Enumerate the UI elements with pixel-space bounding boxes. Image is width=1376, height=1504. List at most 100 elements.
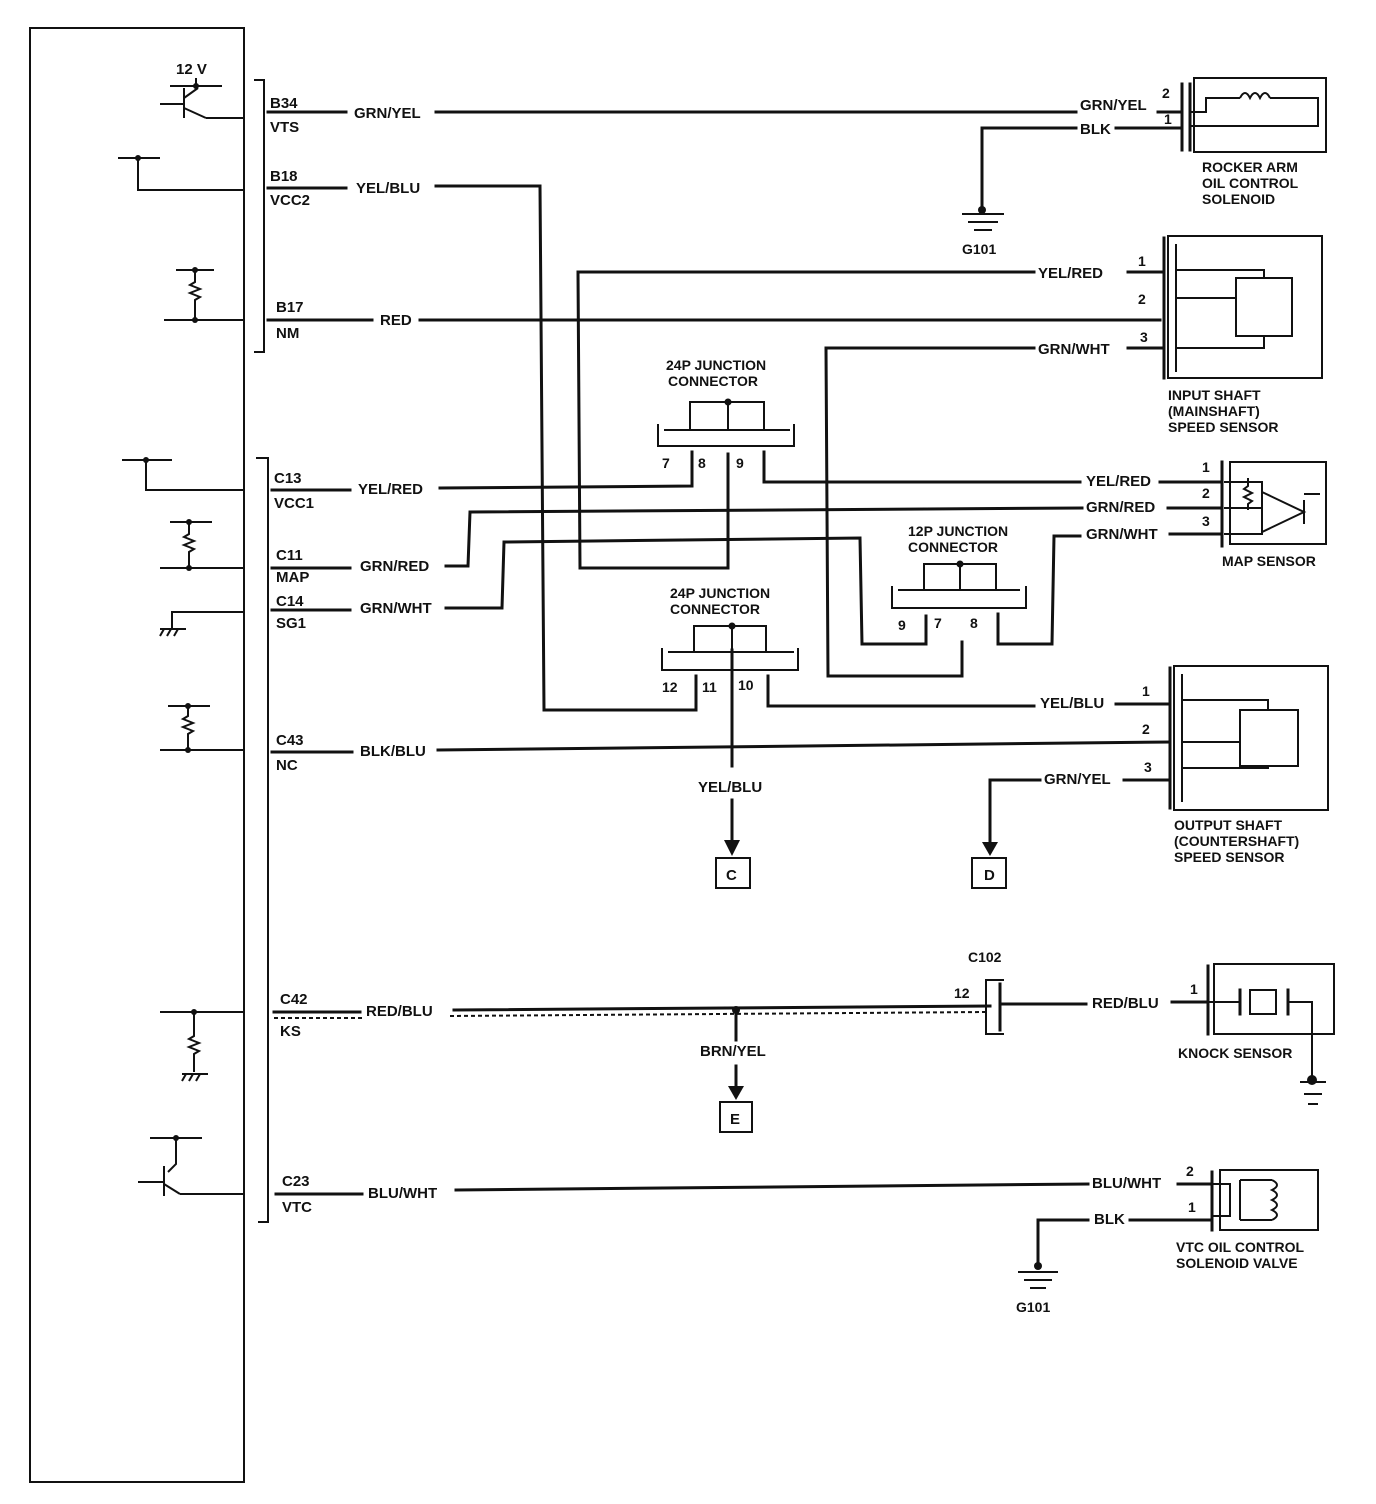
component-label: SOLENOID bbox=[1202, 191, 1275, 207]
junction-connector-24p-b: 24P JUNCTION CONNECTOR 12 11 10 bbox=[661, 585, 799, 695]
component-label: ROCKER ARM bbox=[1202, 159, 1298, 175]
ground-label: G101 bbox=[962, 241, 996, 257]
pin-number: 3 bbox=[1144, 759, 1152, 775]
wire-label-knock: RED/BLU bbox=[1092, 995, 1159, 1012]
wire-label-b17: RED bbox=[380, 312, 412, 329]
pin-number: 2 bbox=[1162, 85, 1170, 101]
ground-g101-lower: G101 bbox=[1016, 1262, 1058, 1315]
wire-label-b18: YEL/BLU bbox=[356, 180, 420, 197]
terminal-name-ks: KS bbox=[280, 1023, 301, 1040]
pin-number: 1 bbox=[1188, 1199, 1196, 1215]
component-label: (COUNTERSHAFT) bbox=[1174, 833, 1299, 849]
terminal-pin-b17: B17 bbox=[276, 299, 304, 316]
terminal-name-vtc: VTC bbox=[282, 1199, 312, 1216]
terminal-pin-c43: C43 bbox=[276, 732, 304, 749]
connector-title: CONNECTOR bbox=[908, 539, 998, 555]
wire-label-input-pin1: YEL/RED bbox=[1038, 265, 1103, 282]
connector-title: 24P JUNCTION bbox=[670, 585, 770, 601]
junction-connector-12p: 12P JUNCTION CONNECTOR 9 7 8 bbox=[891, 523, 1027, 633]
component-label: SPEED SENSOR bbox=[1174, 849, 1284, 865]
connector-pin: 8 bbox=[970, 615, 978, 631]
reference-e: E bbox=[719, 1086, 753, 1133]
pin-number: 3 bbox=[1202, 513, 1210, 529]
terminal-name-nc: NC bbox=[276, 757, 298, 774]
wire-paths bbox=[266, 110, 1222, 1268]
wire-label-map-pin2: GRN/RED bbox=[1086, 499, 1155, 516]
wire-label-b34: GRN/YEL bbox=[354, 105, 421, 122]
component-label: SOLENOID VALVE bbox=[1176, 1255, 1298, 1271]
reference-letter: E bbox=[730, 1111, 740, 1128]
terminal-name-nm: NM bbox=[276, 325, 299, 342]
wire-label-c13: YEL/RED bbox=[358, 481, 423, 498]
wire-color-labels: GRN/YEL YEL/BLU RED YEL/RED GRN/RED GRN/… bbox=[354, 97, 1161, 1228]
reference-d: D bbox=[971, 842, 1007, 889]
connector-pin: 9 bbox=[898, 617, 906, 633]
output-shaft-speed-sensor: 1 2 3 OUTPUT SHAFT (COUNTERSHAFT) SPEED … bbox=[1142, 665, 1329, 865]
pin-number: 2 bbox=[1142, 721, 1150, 737]
pin-number: 1 bbox=[1138, 253, 1146, 269]
wire-label-rocker-pin1: BLK bbox=[1080, 121, 1111, 138]
terminal-name-sg1: SG1 bbox=[276, 615, 306, 632]
wire-label-c42: RED/BLU bbox=[366, 1003, 433, 1020]
wire-label-out-e: BRN/YEL bbox=[700, 1043, 766, 1060]
component-label: OUTPUT SHAFT bbox=[1174, 817, 1283, 833]
pin-number: 1 bbox=[1142, 683, 1150, 699]
wire-label-map-pin1: YEL/RED bbox=[1086, 473, 1151, 490]
map-sensor: 1 2 3 MAP SENSOR bbox=[1202, 459, 1327, 569]
knock-sensor: 1 KNOCK SENSOR bbox=[1178, 963, 1335, 1105]
reference-letter: D bbox=[984, 867, 995, 884]
ecm-terminal-labels: 12 V B34 VTS B18 VCC2 B17 NM C13 VCC1 C1… bbox=[176, 61, 314, 1216]
ecm-internal-circuits bbox=[118, 78, 244, 1196]
wire-label-c23: BLU/WHT bbox=[368, 1185, 437, 1202]
terminal-name-vcc1: VCC1 bbox=[274, 495, 314, 512]
pin-number: 1 bbox=[1190, 981, 1198, 997]
terminal-pin-c11: C11 bbox=[276, 547, 303, 564]
connector-title: CONNECTOR bbox=[670, 601, 760, 617]
connector-c102: C102 12 bbox=[954, 949, 1004, 1035]
connector-title: CONNECTOR bbox=[668, 373, 758, 389]
component-label: KNOCK SENSOR bbox=[1178, 1045, 1292, 1061]
pin-number: 2 bbox=[1202, 485, 1210, 501]
wire-label-vtc-pin2: BLU/WHT bbox=[1092, 1175, 1161, 1192]
wire-label-rocker-pin2: GRN/YEL bbox=[1080, 97, 1147, 114]
terminal-pin-c14: C14 bbox=[276, 593, 304, 610]
terminal-pin-b18: B18 bbox=[270, 168, 298, 185]
component-label: SPEED SENSOR bbox=[1168, 419, 1278, 435]
input-shaft-speed-sensor: 1 2 3 INPUT SHAFT (MAINSHAFT) SPEED SENS… bbox=[1138, 235, 1323, 435]
wire-label-output-pin3: GRN/YEL bbox=[1044, 771, 1111, 788]
connector-pin: 12 bbox=[954, 985, 970, 1001]
component-label: (MAINSHAFT) bbox=[1168, 403, 1260, 419]
terminal-name-vts: VTS bbox=[270, 119, 299, 136]
terminal-name-map: MAP bbox=[276, 569, 309, 586]
wire-label-map-pin3: GRN/WHT bbox=[1086, 526, 1158, 543]
component-label: MAP SENSOR bbox=[1222, 553, 1316, 569]
component-label: INPUT SHAFT bbox=[1168, 387, 1261, 403]
wire-label-output-pin1: YEL/BLU bbox=[1040, 695, 1104, 712]
ground-g101-upper: G101 bbox=[962, 206, 1004, 257]
connector-title: 12P JUNCTION bbox=[908, 523, 1008, 539]
connector-pin: 12 bbox=[662, 679, 678, 695]
ground-label: G101 bbox=[1016, 1299, 1050, 1315]
wire-label-c11: GRN/RED bbox=[360, 558, 429, 575]
terminal-pin-c13: C13 bbox=[274, 470, 302, 487]
connector-name: C102 bbox=[968, 949, 1002, 965]
pin-number: 1 bbox=[1202, 459, 1210, 475]
wire-label-vtc-pin1: BLK bbox=[1094, 1211, 1125, 1228]
component-label: VTC OIL CONTROL bbox=[1176, 1239, 1305, 1255]
pin-number: 2 bbox=[1186, 1163, 1194, 1179]
supply-label: 12 V bbox=[176, 61, 207, 78]
component-label: OIL CONTROL bbox=[1202, 175, 1299, 191]
rocker-arm-solenoid: 2 1 ROCKER ARM OIL CONTROL SOLENOID bbox=[1162, 77, 1327, 207]
reference-letter: C bbox=[726, 867, 737, 884]
ecm-module bbox=[29, 27, 269, 1483]
terminal-pin-b34: B34 bbox=[270, 95, 298, 112]
connector-pin: 11 bbox=[702, 679, 717, 695]
connector-pin: 9 bbox=[736, 455, 744, 471]
terminal-name-vcc2: VCC2 bbox=[270, 192, 310, 209]
vtc-oil-control-solenoid: 2 1 VTC OIL CONTROL SOLENOID VALVE bbox=[1176, 1163, 1319, 1271]
junction-connector-24p-a: 24P JUNCTION CONNECTOR 7 8 9 bbox=[657, 357, 795, 471]
connector-pin: 7 bbox=[662, 455, 670, 471]
terminal-pin-c23: C23 bbox=[282, 1173, 310, 1190]
reference-c: C bbox=[715, 840, 751, 889]
